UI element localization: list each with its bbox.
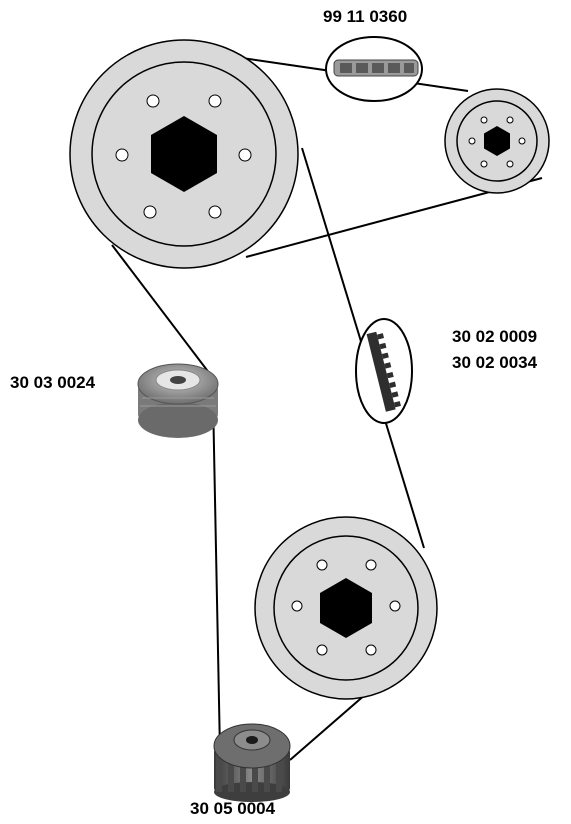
toothed-belt-icon [366, 331, 401, 412]
belt-segment-tensioner-to-gear [212, 397, 221, 753]
crank-gear-part-number: 30 05 0004 [190, 799, 276, 818]
chain-links-icon [333, 59, 419, 77]
crankshaft-gear [213, 723, 291, 802]
tensioner-part-number: 30 03 0024 [10, 373, 96, 392]
hex-hub-icon [320, 578, 372, 638]
hex-hub-icon [151, 116, 217, 192]
camshaft-pulley-small [444, 88, 550, 194]
tensioner-pulley [137, 363, 219, 438]
water-pump-pulley [254, 516, 438, 700]
belt-callout [355, 318, 413, 424]
belt-part-number-1: 30 02 0009 [452, 327, 537, 346]
belt-segment-left-to-tensioner [111, 244, 217, 383]
belt-part-number-2: 30 02 0034 [452, 353, 538, 372]
chain-part-number: 99 11 0360 [323, 7, 407, 26]
chain-callout [325, 36, 423, 102]
camshaft-pulley-large [69, 39, 299, 269]
hex-hub-icon [484, 126, 510, 156]
